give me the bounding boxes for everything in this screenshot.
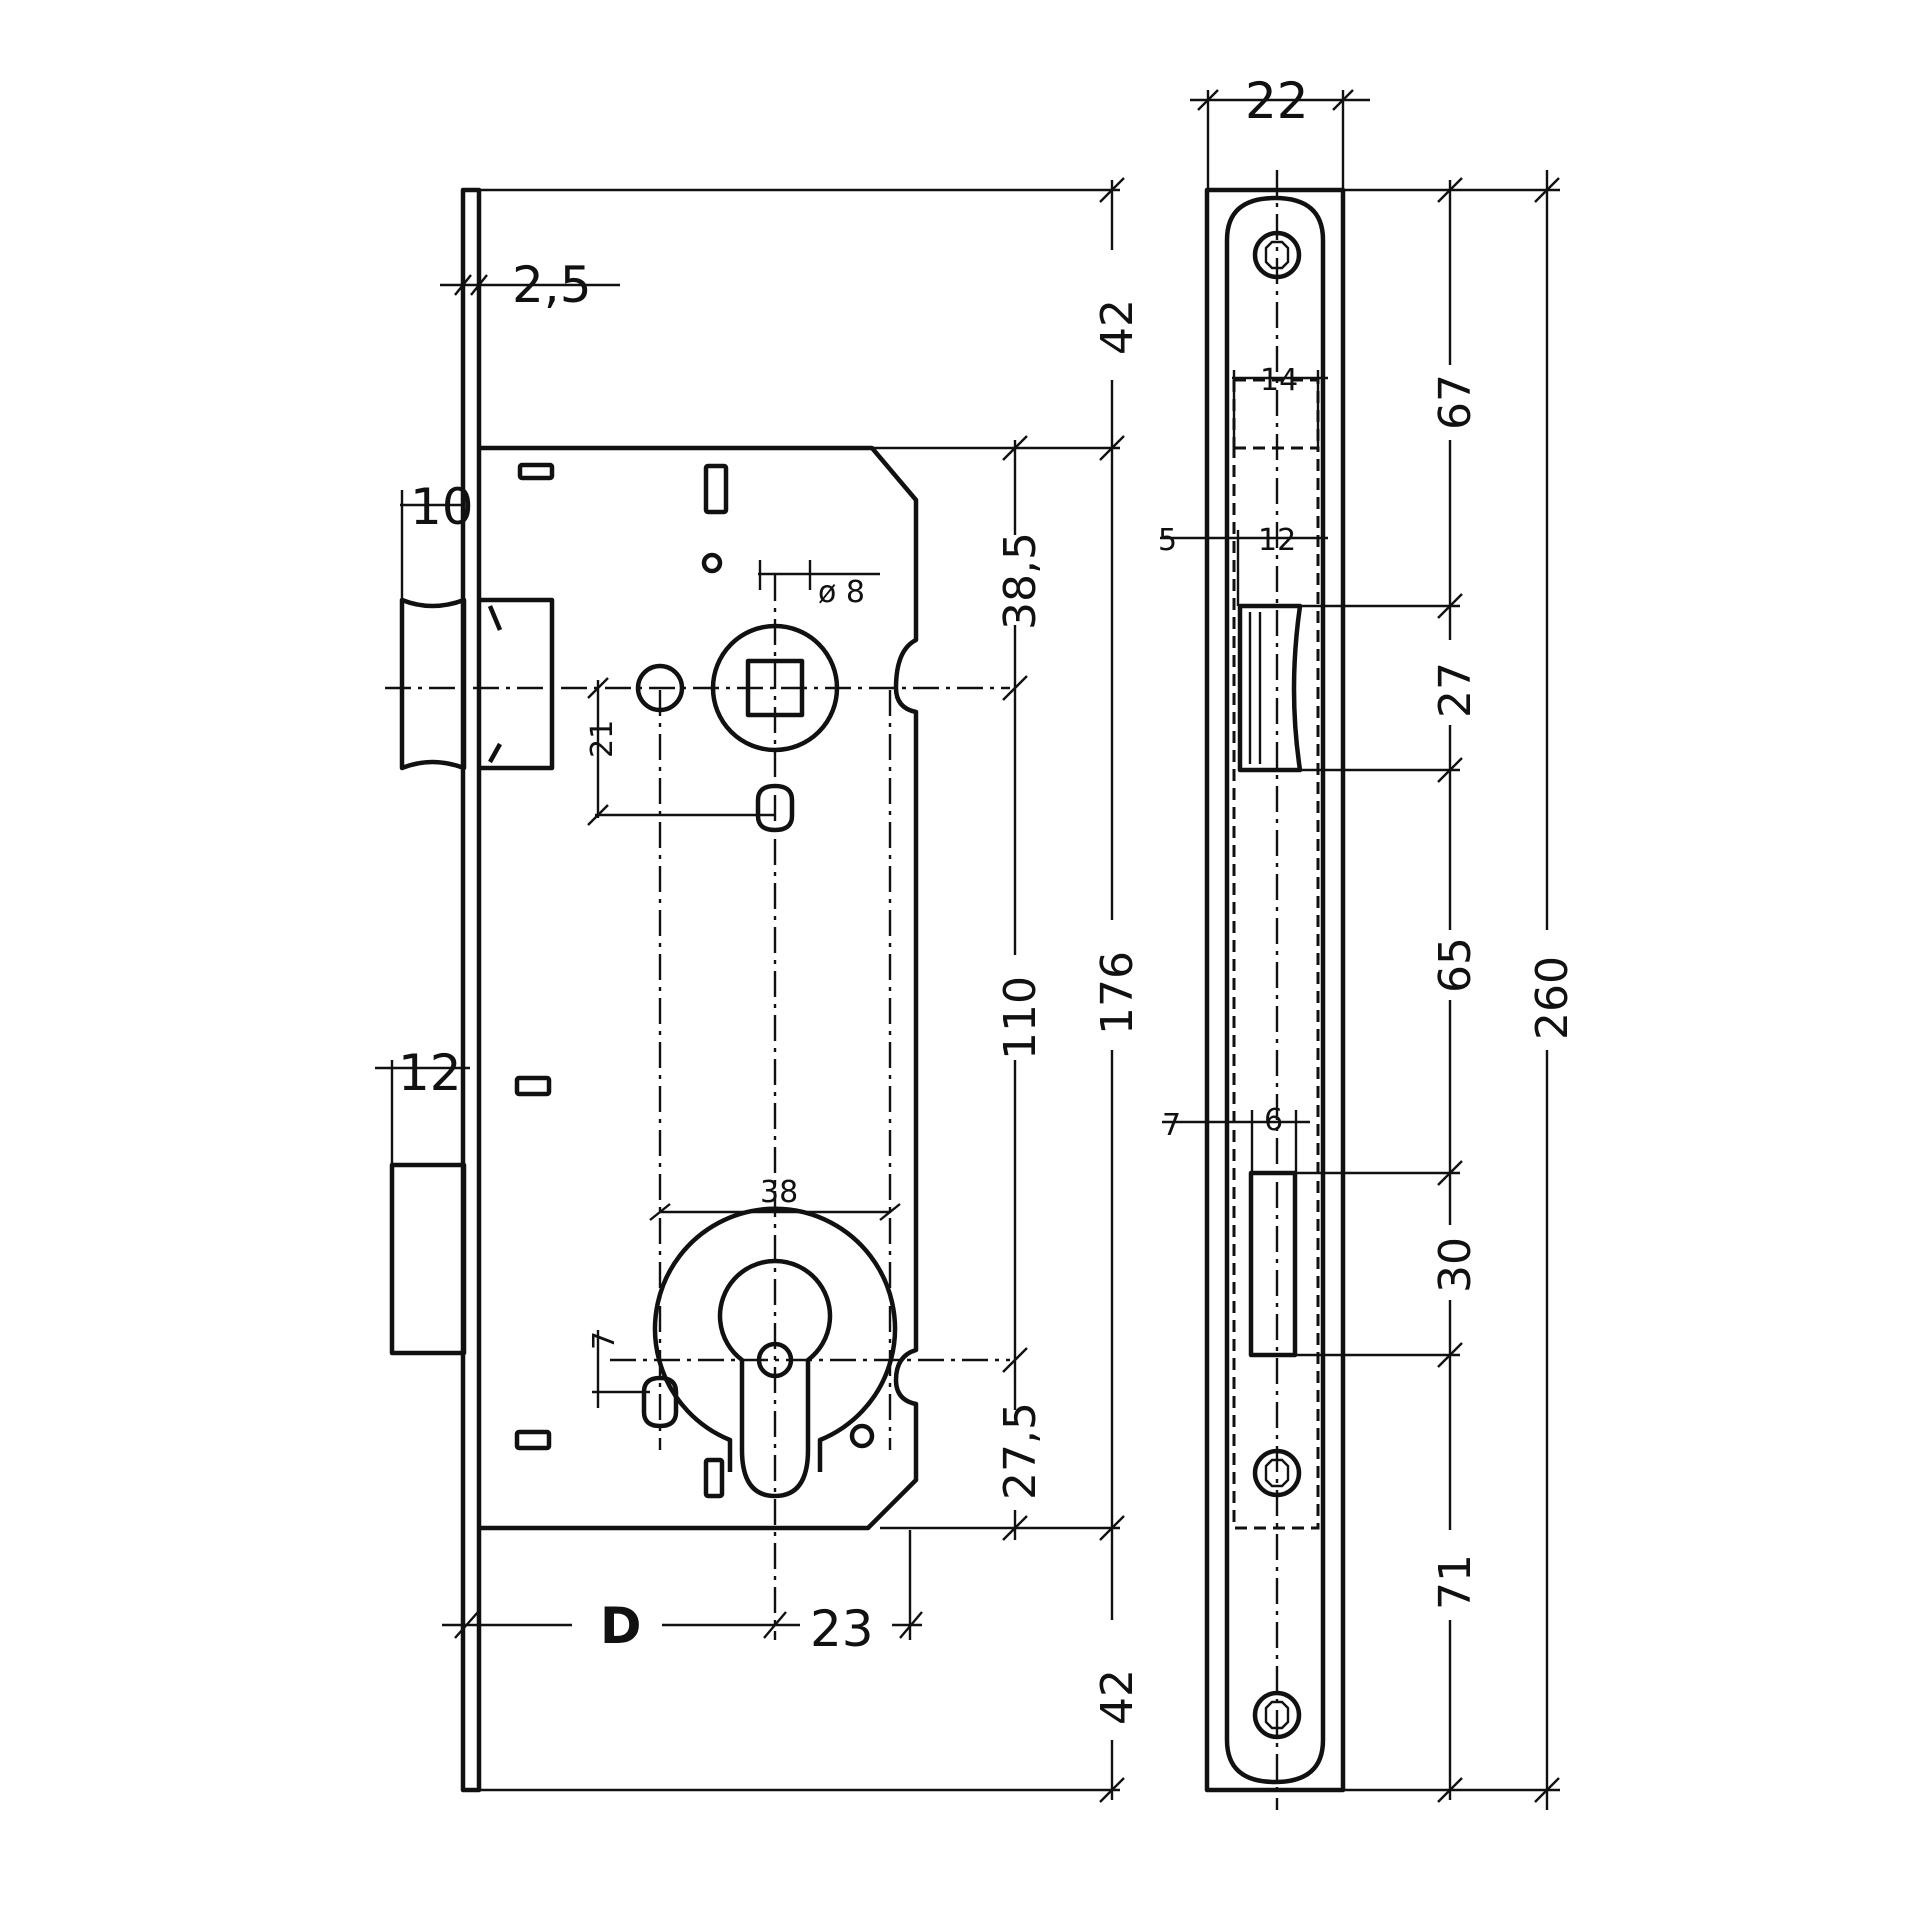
label-fixing-spacing: 38 xyxy=(760,1175,798,1210)
faceplate-front-view: 22 14 5 12 7 6 6 xyxy=(1158,72,1578,1810)
lock-body-view: 2,5 10 12 21 ø 8 38 7 xyxy=(375,177,1143,1803)
label-latch-cutout-width: 14 xyxy=(1260,363,1298,398)
label-bottom-offset: 42 xyxy=(1092,1669,1143,1725)
latch-opening xyxy=(1237,603,1303,773)
bolt-opening xyxy=(1248,1170,1298,1358)
case-slot-top-left xyxy=(517,462,555,481)
case-rivet xyxy=(701,552,723,574)
case-slot-bottom-left xyxy=(514,1429,552,1451)
lock-case xyxy=(481,445,919,1531)
strike-plate-outer xyxy=(1204,187,1346,1793)
label-cylinder-to-bottom: 27,5 xyxy=(995,1402,1046,1500)
label-spindle-from-top: 38,5 xyxy=(995,532,1046,630)
latch-bolt-inner xyxy=(481,597,555,771)
label-case-height: 176 xyxy=(1092,951,1143,1035)
fixing-hole-spindle xyxy=(755,783,795,833)
label-faceplate-thickness: 2,5 xyxy=(512,256,592,314)
label-strike-bottom-section: 71 xyxy=(1430,1554,1481,1610)
label-spindle-to-fixing: 21 xyxy=(585,720,620,758)
label-top-offset: 42 xyxy=(1092,299,1143,355)
faceplate xyxy=(460,187,482,1793)
label-bolt-cutout-width: 6 xyxy=(1264,1103,1283,1138)
label-latch-cutout-inner: 12 xyxy=(1258,523,1296,558)
dead-bolt xyxy=(389,1162,467,1356)
label-strike-top-section: 67 xyxy=(1430,374,1481,430)
strike-plate-inner xyxy=(1224,195,1326,1785)
label-strike-width: 22 xyxy=(1245,72,1309,130)
label-bolt-projection: 12 xyxy=(398,1044,462,1102)
label-cylinder-to-back: 23 xyxy=(810,1600,874,1658)
case-slot-bottom xyxy=(703,1457,725,1499)
label-latch-projection: 10 xyxy=(410,478,474,536)
label-latch-opening: 27 xyxy=(1430,662,1481,718)
case-slot-middle xyxy=(514,1075,552,1097)
label-bolt-opening: 30 xyxy=(1430,1237,1481,1293)
screw-bottom xyxy=(1252,1690,1302,1740)
case-rivet-lower xyxy=(849,1423,875,1449)
case-slot-top xyxy=(703,463,729,515)
label-strike-edge-offset-2: 7 xyxy=(1162,1108,1181,1143)
label-strike-height: 260 xyxy=(1527,956,1578,1040)
label-strike-middle-section: 65 xyxy=(1430,937,1481,993)
cylinder-cutout xyxy=(717,1258,833,1499)
label-strike-edge-offset-1: 5 xyxy=(1158,523,1177,558)
fixing-hole-lower xyxy=(641,1375,679,1429)
hidden-case-outline xyxy=(1232,446,1320,1530)
latch-bolt xyxy=(399,597,467,771)
label-backset: D xyxy=(600,1597,642,1655)
label-handle-to-cylinder: 110 xyxy=(995,976,1046,1060)
label-cylinder-fixing-offset: 7 xyxy=(587,1331,622,1350)
label-spindle-size: ø 8 xyxy=(818,575,865,610)
